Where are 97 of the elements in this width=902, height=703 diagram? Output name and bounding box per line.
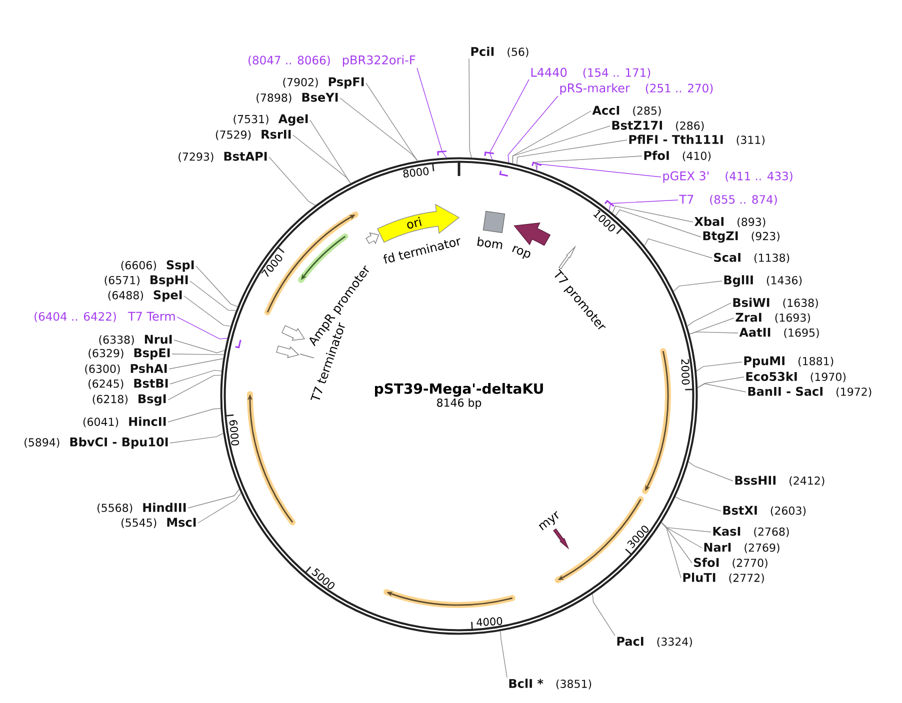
site-label: (6571) BspHI (104, 275, 188, 287)
leader-line (535, 156, 642, 171)
primer-label: L4440 (154 .. 171) (531, 68, 650, 78)
site-label: BclI * (3851) (509, 678, 592, 690)
site-label: (6338) NruI (99, 334, 172, 346)
site-label: (5568) HindIII (98, 502, 186, 514)
site-label: (5545) MscI (122, 518, 196, 528)
leader-line (168, 408, 221, 422)
leader-line (697, 383, 746, 392)
leader-line (184, 296, 232, 327)
leader-line (689, 318, 734, 335)
leader-line (172, 354, 224, 355)
site-label: BglII (1436) (724, 275, 802, 287)
site-label: BtgZI (923) (703, 231, 780, 243)
site-label: BanII - SacI (1972) (748, 386, 872, 398)
site-label: BsiWI (1638) (733, 298, 818, 308)
leader-line (292, 134, 351, 184)
site-label: PfoI (410) (644, 150, 711, 162)
leader-line (697, 376, 744, 388)
leader-line (592, 594, 616, 636)
leader-line (673, 280, 722, 292)
site-label: (5894) BbvCI - Bpu10I (24, 437, 168, 449)
site-label: (6245) BstBI (88, 378, 168, 390)
leader-line (168, 358, 224, 370)
leader-line (512, 126, 610, 164)
site-label: BssHII (2412) (735, 476, 824, 486)
leader-line (196, 266, 238, 307)
leader-line (675, 496, 722, 512)
leader-line (190, 280, 236, 311)
site-label: (7531) AgeI (234, 114, 308, 126)
feature-label: bom (477, 236, 502, 250)
site-label: NarI (2769) (704, 542, 780, 554)
primer-label: pRS-marker (251 .. 270) (560, 83, 713, 95)
feature-label: myr (538, 511, 558, 530)
leader-line (170, 370, 222, 384)
leader-line (468, 58, 472, 158)
site-label: PpuMI (1881) (744, 356, 834, 368)
leader-line (688, 461, 734, 482)
site-label: (7898) BseYI (256, 92, 338, 104)
leader-line (608, 200, 678, 211)
leader-line (516, 140, 628, 165)
leader-line (661, 522, 702, 548)
site-label: PluTI (2772) (683, 572, 764, 584)
leader-line (174, 340, 225, 354)
site-label: (7293) BstAPI (178, 152, 267, 162)
site-label: (6606) SspI (121, 260, 194, 272)
leader-line (536, 163, 662, 178)
site-label: XbaI (893) (694, 216, 766, 228)
leader-line (661, 522, 682, 578)
site-label: Eco53kI (1970) (746, 372, 846, 382)
leader-line (176, 316, 228, 340)
site-label: (6329) BspEI (88, 348, 170, 360)
tick-label: 2000 (681, 359, 690, 385)
leader-line (340, 98, 418, 162)
primer-label: (8047 .. 8066) pBR322ori-F (248, 55, 416, 67)
leader-line (644, 238, 712, 258)
feature-label: rop (512, 246, 530, 259)
site-label: AatII (1695) (739, 328, 819, 338)
site-label: KasI (2768) (713, 526, 789, 538)
site-label: PciI (56) (471, 46, 528, 58)
site-label: SfoI (2770) (694, 558, 768, 568)
leader-line (489, 79, 530, 160)
site-label: (6488) SpeI (108, 290, 182, 302)
leader-line (686, 302, 732, 327)
site-label: ZraI (1693) (736, 312, 810, 324)
leader-line (612, 206, 694, 222)
leader-line (508, 96, 558, 163)
leader-line (170, 432, 224, 444)
leader-line (366, 82, 418, 162)
site-label: ScaI (1138) (714, 252, 790, 264)
leader-line (198, 492, 242, 524)
site-label: BstZ17I (286) (612, 120, 704, 132)
tick-label: 4000 (476, 617, 502, 626)
site-label: AccI (285) (592, 106, 661, 116)
site-label: PflFI - Tth111I (311) (629, 134, 764, 146)
tick-label: 6000 (229, 420, 240, 446)
leader-line (689, 332, 738, 335)
site-label: (7529) RsrII (216, 130, 291, 140)
primer-label: (6404 .. 6422) T7 Term (34, 312, 175, 322)
site-label: BstXI (2603) (723, 506, 806, 516)
site-label: (6218) BsgI (92, 394, 166, 406)
tick-label: 8000 (403, 167, 429, 178)
leader-line (268, 156, 316, 206)
leader-line (188, 488, 240, 508)
leader-line (661, 522, 712, 532)
site-label: (6041) HincII (83, 416, 166, 428)
primer-label: pGEX 3' (411 .. 433) (663, 171, 792, 183)
leader-line (500, 630, 508, 678)
site-label: PacI (3324) (617, 636, 692, 648)
leader-line (696, 362, 742, 372)
leader-line (615, 209, 702, 238)
leader-line (416, 68, 447, 158)
leader-line (310, 120, 351, 184)
site-label: (6300) PshAI (85, 364, 167, 374)
leader-line (168, 374, 222, 400)
primer-label: T7 (855 .. 874) (679, 194, 777, 206)
site-label: (7902) PspFI (283, 77, 364, 89)
